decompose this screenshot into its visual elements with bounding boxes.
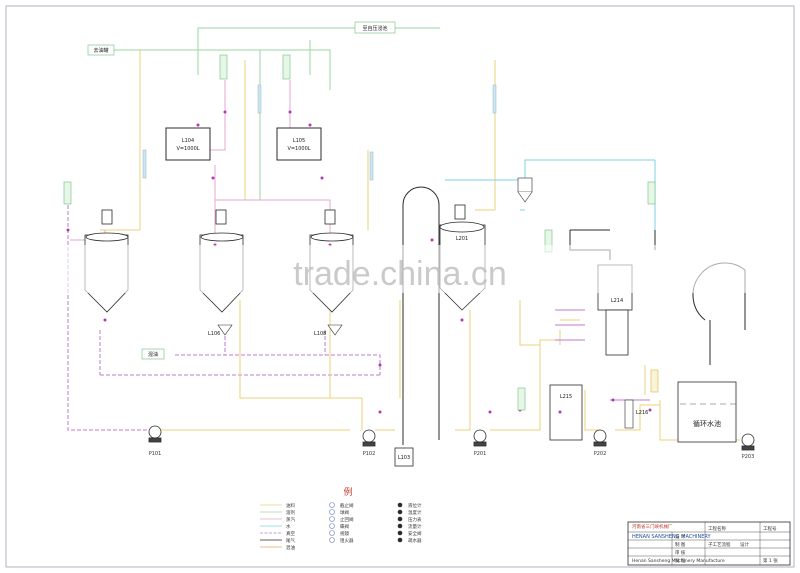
tank-l201-tag: L201	[456, 236, 468, 242]
tb-project-label: 工程名称	[708, 525, 726, 532]
legend-col1-0: 油料	[286, 502, 295, 509]
pump-p203-label: P203	[742, 454, 755, 460]
tb-row-1: 制 图	[675, 541, 686, 548]
pump-p202-label: P202	[594, 451, 607, 457]
tank-l215: L215	[549, 384, 583, 441]
pump-p201: P201	[473, 429, 487, 457]
pump-p101-label: P101	[149, 451, 162, 457]
watermark-text: trade.china.cn	[293, 255, 507, 293]
legend-col2-3: 蝶阀	[340, 523, 349, 530]
tank-l103-tag: L103	[398, 455, 410, 461]
pump-p202: P202	[593, 429, 607, 457]
mix-oil-label: 混油	[148, 351, 158, 358]
legend-col1-6: 混油	[286, 544, 295, 551]
legend: 例 油料 溶剂 蒸汽 水 真空 尾气 混油 截止阀 球阀 止回阀 蝶阀 视镜 阻…	[260, 486, 422, 551]
tb-company-cn: 河南省三门峡机械厂	[632, 523, 673, 530]
tb-row-0: 设 计	[675, 533, 686, 540]
left-supply-label: 去油罐	[93, 47, 108, 54]
pump-p201-label: P201	[474, 451, 487, 457]
legend-col1-1: 溶剂	[286, 509, 295, 516]
tank-l216: L216	[624, 399, 648, 429]
pump-p102-label: P102	[363, 451, 376, 457]
tank-l214-tag: L214	[611, 298, 623, 304]
tank-l216-tag: L216	[636, 410, 648, 416]
tb-footer: Henan Sansheng Machinery Manufacture	[632, 558, 725, 564]
legend-col3-1: 温度计	[408, 509, 422, 516]
legend-col1-5: 尾气	[286, 537, 295, 544]
legend-col1-2: 蒸汽	[286, 516, 295, 523]
legend-col2-5: 阻火器	[340, 537, 354, 544]
filter-l108-tag: L108	[314, 331, 326, 337]
pump-p102: P102	[362, 429, 376, 457]
legend-title: 例	[343, 486, 352, 498]
title-block: 河南省三门峡机械厂 HENAN SANSHENG MACHINERY 工程名称 …	[627, 521, 791, 566]
legend-col1-3: 水	[286, 523, 291, 530]
tb-row-2: 审 核	[675, 549, 686, 556]
pump-p203: P203	[741, 433, 755, 460]
tb-process-label: 子工艺流程	[708, 541, 731, 548]
legend-col3-4: 安全阀	[408, 530, 422, 537]
legend-col3-0: 液位计	[408, 502, 422, 509]
tank-l215-tag: L215	[560, 394, 572, 400]
filter-l108: L108	[314, 324, 343, 337]
tb-company-en: HENAN SANSHENG MACHINERY	[632, 534, 712, 540]
filter-l106-tag: L106	[208, 331, 220, 337]
tank-l104-tag: L104	[182, 138, 194, 144]
separator-l203	[517, 177, 533, 203]
pool-label: 循环水池	[693, 419, 721, 428]
legend-col3-5: 疏水器	[408, 537, 422, 544]
legend-col3-3: 流量计	[408, 523, 422, 530]
tb-drawing-label: 工程号	[763, 525, 777, 532]
pipe-network	[67, 27, 746, 445]
legend-col2-4: 视镜	[340, 530, 349, 537]
tank-l105-tag: L105	[293, 138, 305, 144]
tank-l105: L105 V=1000L	[276, 127, 322, 161]
insulation-markers	[142, 84, 497, 181]
tank-l104: L104 V=1000L	[165, 127, 211, 161]
legend-col1-4: 真空	[286, 530, 295, 537]
circulating-water-pool: 循环水池	[677, 381, 737, 443]
watermark: trade.china.cn	[60, 245, 780, 293]
legend-col2-0: 截止阀	[340, 502, 354, 509]
main-supply-label: 至自压浸池	[362, 25, 387, 32]
pumps: P101 P102 P201 P202 P203	[148, 425, 755, 460]
legend-col2-1: 球阀	[340, 509, 349, 516]
tb-stage-label: 设计	[740, 541, 749, 548]
tank-l103: L103	[394, 447, 414, 467]
tank-l105-sub: V=1000L	[287, 146, 310, 152]
top-header-tags: 至自压浸池 去油罐 混油	[87, 21, 396, 360]
legend-col3-2: 压力表	[408, 516, 422, 523]
tb-row-3: 批 准	[675, 557, 686, 564]
filter-l106: L106	[208, 324, 233, 337]
tank-l104-sub: V=1000L	[176, 146, 199, 152]
legend-col2-2: 止回阀	[340, 516, 354, 523]
pump-p101: P101	[148, 425, 162, 457]
tb-sheet: 第 1 张	[763, 557, 778, 564]
instrument-tags	[63, 54, 659, 411]
